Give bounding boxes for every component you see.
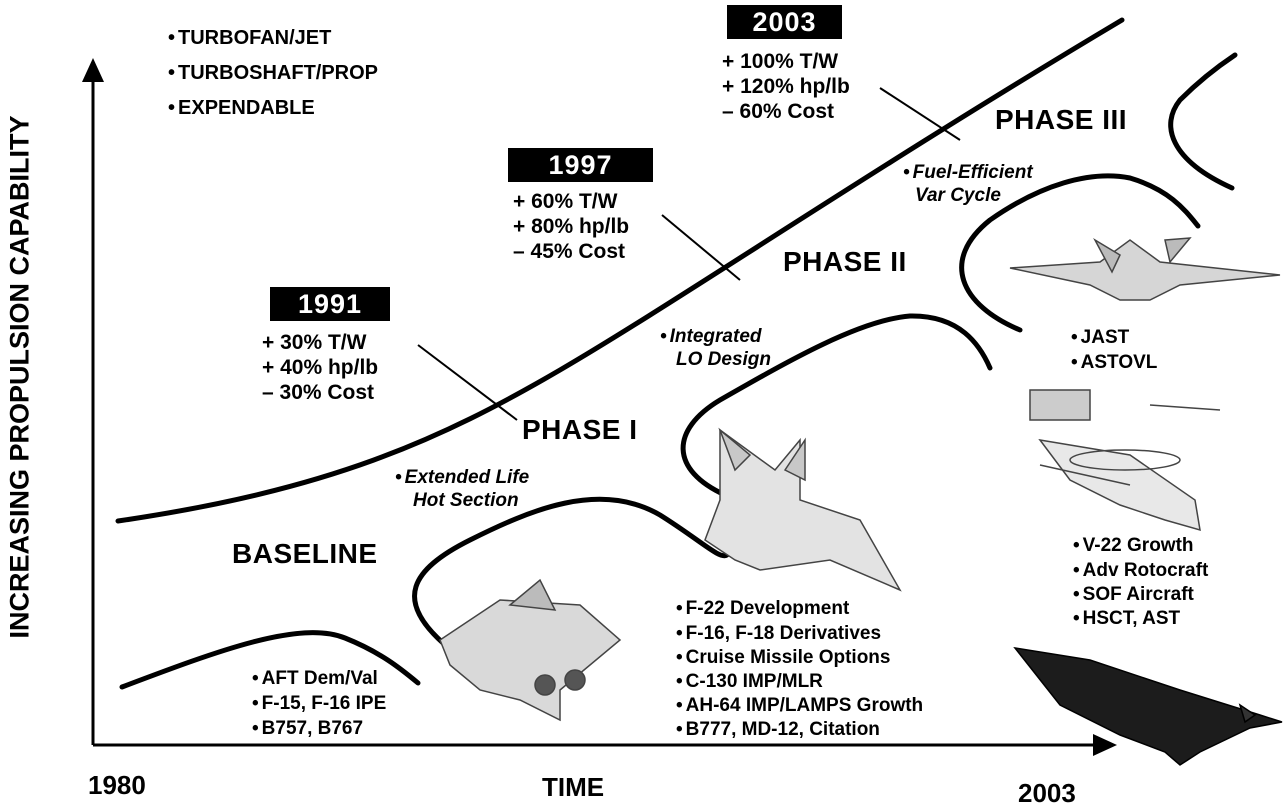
app-item-phase2: JAST — [1071, 328, 1130, 347]
app-item-baseline: B757, B767 — [252, 719, 363, 738]
phase-label-baseline: BASELINE — [232, 538, 378, 569]
leader-2003 — [879, 87, 961, 141]
goal-1991-tw: + 30% T/W — [262, 331, 367, 354]
year-badge-1991: 1991 — [270, 287, 390, 321]
goal-2003-tw: + 100% T/W — [722, 50, 839, 73]
phase-label-phase2: PHASE II — [783, 246, 907, 277]
f15-aircraft-illustration — [439, 578, 622, 722]
leader-1991 — [417, 344, 518, 421]
app-item-phase2: Adv Rotocraft — [1073, 561, 1209, 580]
goal-1997-cost: – 45% Cost — [513, 240, 626, 263]
tech-hot-section: Hot Section — [413, 490, 519, 511]
phase3-s-curve — [959, 173, 1201, 333]
app-item-baseline: F-15, F-16 IPE — [252, 694, 387, 713]
tech-integrated: Integrated — [660, 327, 762, 346]
app-item-phase1: F-22 Development — [676, 599, 850, 618]
baseline-s-curve — [119, 630, 421, 690]
app-item-phase1: F-16, F-18 Derivatives — [676, 624, 881, 643]
category-item: TURBOFAN/JET — [168, 28, 331, 48]
jast-aircraft-illustration — [1009, 237, 1281, 301]
app-item-baseline: AFT Dem/Val — [252, 669, 378, 688]
tech-fuel-efficient: Fuel-Efficient — [903, 163, 1033, 182]
app-item-phase2: HSCT, AST — [1073, 609, 1180, 628]
goal-2003-hp: + 120% hp/lb — [722, 75, 850, 98]
x-axis-arrow-icon — [1093, 734, 1117, 756]
app-item-phase2: ASTOVL — [1071, 353, 1158, 372]
year-badge-1997: 1997 — [508, 148, 653, 182]
tech-var-cycle: Var Cycle — [915, 185, 1001, 206]
category-item: TURBOSHAFT/PROP — [168, 63, 378, 83]
year-badge-2003: 2003 — [727, 5, 842, 39]
x-axis-title: TIME — [542, 772, 605, 802]
y-axis-title: INCREASING PROPULSION CAPABILITY — [4, 115, 35, 639]
f22-aircraft-illustration — [704, 427, 902, 592]
v22-aircraft-illustration — [1029, 389, 1221, 532]
tech-lo-design: LO Design — [676, 349, 772, 370]
app-item-phase1: C-130 IMP/MLR — [676, 672, 823, 691]
app-item-phase1: AH-64 IMP/LAMPS Growth — [676, 696, 924, 715]
goal-1997-hp: + 80% hp/lb — [513, 215, 630, 238]
phase-label-phase3: PHASE III — [995, 104, 1128, 135]
app-item-phase2: V-22 Growth — [1073, 536, 1194, 555]
goal-1991-cost: – 30% Cost — [262, 381, 375, 404]
goal-2003-cost: – 60% Cost — [722, 100, 835, 123]
leader-1997 — [661, 214, 741, 281]
tech-extended-life: Extended Life — [395, 468, 530, 487]
goal-1991-hp: + 40% hp/lb — [262, 356, 379, 379]
phase-label-phase1: PHASE I — [522, 414, 638, 445]
phase2-s-curve — [680, 313, 993, 498]
x-axis-start-label: 1980 — [88, 770, 146, 800]
capability-trend-curve — [115, 17, 1125, 524]
hsct-aircraft-illustration — [1013, 646, 1283, 766]
app-item-phase2: SOF Aircraft — [1073, 585, 1194, 604]
category-item: EXPENDABLE — [168, 98, 315, 118]
app-item-phase1: B777, MD-12, Citation — [676, 720, 880, 739]
phase1-s-curve — [412, 496, 730, 646]
y-axis-arrow-icon — [82, 58, 104, 82]
x-axis-end-label: 2003 — [1018, 778, 1076, 808]
future-s-curve — [1168, 52, 1238, 191]
app-item-phase1: Cruise Missile Options — [676, 648, 891, 667]
goal-1997-tw: + 60% T/W — [513, 190, 618, 213]
